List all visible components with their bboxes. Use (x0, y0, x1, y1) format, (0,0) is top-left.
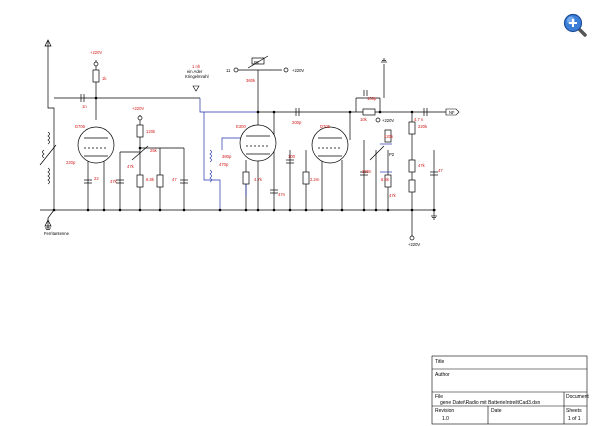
label-supply-top-left: +220V (90, 50, 102, 55)
title-label: Title (435, 359, 444, 365)
label-r-2-2m: 2.2m (310, 177, 320, 182)
junctions (52, 96, 436, 212)
note-line-3: Kringelmrahl (185, 74, 209, 79)
label-supply-right-top: +220V (292, 68, 304, 73)
label-r-10k-right: 10k (360, 117, 368, 122)
ground-icon (381, 58, 387, 63)
label-supply-right-mid: +220V (382, 118, 394, 123)
label-r-360k: 360k (246, 78, 256, 83)
potentiometers (131, 55, 385, 161)
label-tube-v2: E300 (236, 124, 246, 129)
label-c-22: 22 (94, 176, 99, 181)
sheets-value: 1 of 1 (568, 416, 581, 422)
label-r-220k: 220k (418, 124, 428, 129)
output-terminal (445, 108, 460, 116)
label-tube-v3: D706 (320, 124, 331, 129)
ground-symbols (45, 58, 437, 230)
coil-mid (209, 149, 212, 183)
tube-v1 (77, 126, 115, 164)
label-pot-25k: 25k (150, 148, 158, 153)
label-c-100p: 100p (367, 96, 377, 101)
label-r-47k-f: 47k (418, 163, 426, 168)
label-r-120k-b: 120k (384, 134, 394, 139)
terminals (93, 61, 415, 241)
component-labels: +220V 1k 1n D706 220p 22 47k +220V 120k … (44, 50, 455, 247)
ground-icon (431, 215, 437, 220)
label-c-47k-e: 47k (389, 193, 397, 198)
label-c-220p: 220p (66, 160, 76, 165)
label-c-100-e: 100 (288, 154, 296, 159)
label-out-nf: NF (449, 110, 455, 115)
label-supply-mid: +220V (132, 106, 144, 111)
ground-icon (45, 227, 51, 230)
label-tube-v1: D706 (75, 124, 86, 129)
label-pot-p1: P1 (254, 60, 260, 65)
label-pot-p2: P2 (389, 152, 395, 157)
label-r-120k-a: 120k (146, 129, 156, 134)
file-label: File (435, 394, 443, 400)
label-r-4-7k: 4.7k (254, 177, 263, 182)
label-c-380p: 380p (222, 154, 232, 159)
tube-v3 (311, 126, 349, 164)
label-c-4-7-out: 4.7 n (414, 117, 424, 122)
capacitors (80, 90, 438, 194)
file-name: gene Datei\Radio mit BatterieIntreiltCad… (440, 400, 541, 406)
label-c-47k-b: 47k (127, 164, 135, 169)
revision-value: 1.0 (442, 416, 449, 422)
note-line-1: 1 nh (192, 64, 201, 69)
date-label: Date (491, 408, 502, 414)
document-label: Document (566, 394, 589, 400)
author-label: Author (435, 372, 450, 378)
resistors (92, 57, 416, 193)
revision-label: Revision (435, 408, 454, 414)
label-c-47k-a: 47k (110, 179, 118, 184)
label-r-6-8k-b: 6.8k (381, 177, 390, 182)
label-r-1k: 1k (102, 76, 107, 81)
label-supply-bottom: +220V (408, 242, 420, 247)
note-line-2: ein Ader (187, 69, 203, 74)
antenna-symbol (44, 39, 52, 47)
label-c-47-c: 47 (172, 177, 177, 182)
label-ref-11: 11 (226, 68, 231, 73)
ferrite-antenna-arrow (44, 219, 52, 227)
marker-triangle (192, 85, 200, 92)
tube-v2 (239, 124, 277, 162)
magnifier-plus-icon (563, 13, 587, 37)
label-antenna: Ferritantenne (44, 231, 70, 236)
sheets-label: Sheets (566, 408, 582, 414)
title-block: Title Author File gene Datei\Radio mit B… (431, 355, 589, 425)
wires-blue (199, 98, 392, 210)
label-c-47-g: 47 (438, 168, 443, 173)
label-r-6-8k-a: 6.8k (146, 177, 155, 182)
coil-antenna (39, 131, 57, 185)
label-c-47n-d: 47n (278, 192, 286, 197)
label-c-1n: 1n (82, 104, 87, 109)
label-c-470p: 470p (219, 162, 229, 167)
zoom-in-button[interactable] (562, 12, 588, 38)
label-c-200p: 200p (292, 120, 302, 125)
label-c-330n: 330n (362, 169, 372, 174)
